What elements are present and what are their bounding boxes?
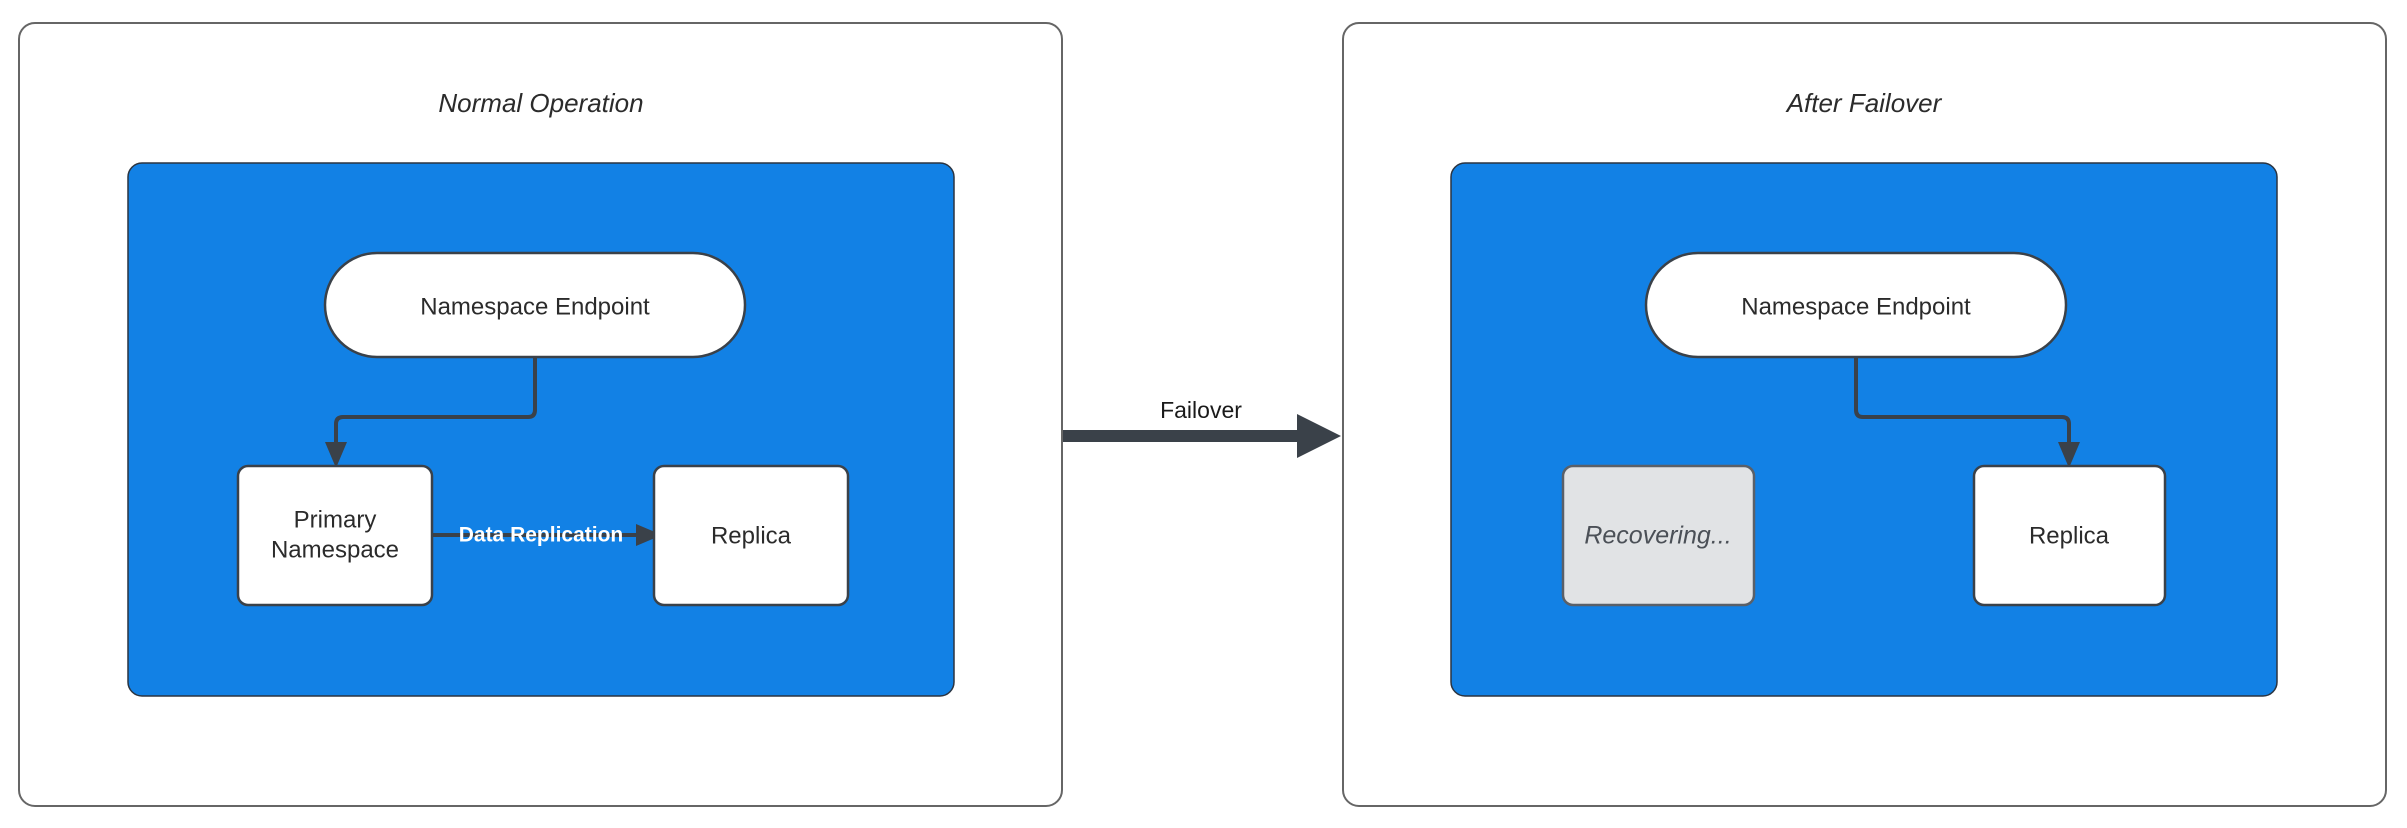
left-replica-node[interactable]	[652, 464, 850, 607]
left-panel-title: Normal Operation	[438, 88, 643, 118]
edge-endpoint-to-replica-line	[1854, 358, 2071, 450]
right-namespace-endpoint-node[interactable]	[1644, 251, 2068, 359]
primary-namespace-node[interactable]	[236, 464, 434, 607]
edge-endpoint-to-primary-line	[334, 358, 537, 450]
data-replication-edge-label: Data Replication	[459, 524, 624, 547]
left-namespace-endpoint-label: Namespace Endpoint	[420, 293, 650, 320]
recovering-namespace-label: Recovering...	[1584, 522, 1731, 550]
primary-namespace-label-line2: Namespace	[271, 536, 399, 563]
right-replica-label: Replica	[2029, 522, 2110, 549]
right-replica-node[interactable]	[1972, 464, 2167, 607]
edge-endpoint-to-primary-arrowhead	[325, 442, 347, 468]
failover-transition-label: Failover	[1160, 397, 1242, 423]
failover-transition-group: Failover	[1063, 397, 1341, 458]
recovering-namespace-node[interactable]	[1561, 464, 1756, 607]
right-region-box	[1450, 162, 2278, 697]
failover-arrow-head	[1297, 414, 1341, 458]
left-namespace-endpoint-node[interactable]	[323, 251, 747, 359]
left-replica-label: Replica	[711, 522, 792, 549]
right-namespace-endpoint-label: Namespace Endpoint	[1741, 293, 1971, 320]
left-region-box	[127, 162, 955, 697]
edge-primary-to-replica-arrowhead	[636, 524, 662, 546]
primary-namespace-label-line1: Primary	[294, 506, 377, 533]
right-panel-title: After Failover	[1785, 88, 1943, 118]
edge-endpoint-to-replica-arrowhead	[2058, 442, 2080, 468]
right-panel-group: After Failover Namespace Endpoint Recove…	[1342, 22, 2387, 807]
left-panel-group: Normal Operation Namespace Endpoint Prim…	[18, 22, 1063, 807]
